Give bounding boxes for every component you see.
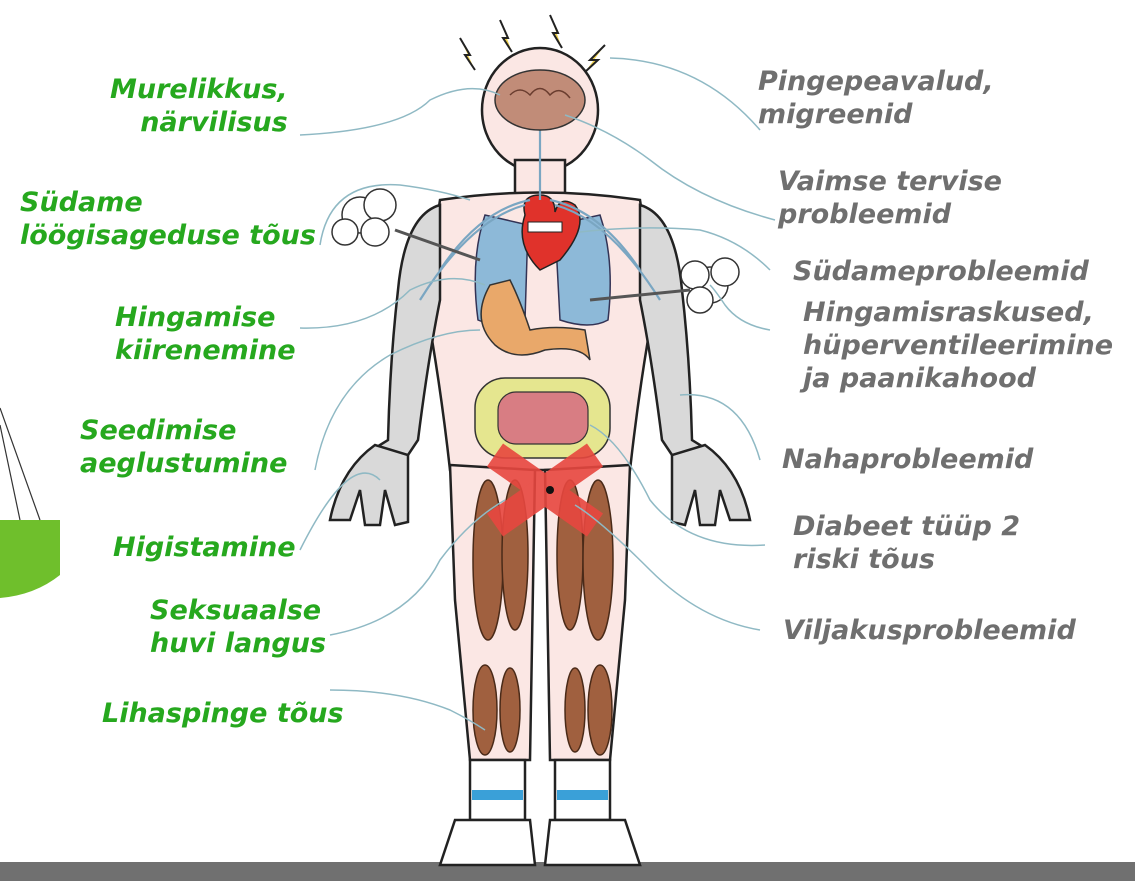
label-text: Murelikkus,: [110, 74, 288, 107]
label-digestion: Seedimise aeglustumine: [80, 415, 287, 481]
label-text: Viljakusprobleemid: [783, 615, 1076, 648]
label-breathing: Hingamise kiirenemine: [115, 302, 296, 368]
green-accent-shape: [0, 520, 60, 598]
groin-dot: [546, 486, 554, 494]
label-text: Südame: [20, 187, 316, 220]
label-text: ja paanikahood: [803, 363, 1113, 396]
label-text: kiirenemine: [115, 335, 296, 368]
label-text: löögisageduse tõus: [20, 220, 316, 253]
label-text: Südameprobleemid: [793, 256, 1089, 289]
label-heart-rate: Südame löögisageduse tõus: [20, 187, 316, 253]
label-text: Seedimise: [80, 415, 287, 448]
label-text: riski tõus: [793, 544, 1020, 577]
label-mental-health: Vaimse tervise probleemid: [778, 166, 1002, 232]
label-text: Diabeet tüüp 2: [793, 511, 1020, 544]
label-anxiety: Murelikkus, närvilisus: [110, 74, 288, 140]
label-sweating: Higistamine: [113, 532, 296, 565]
label-text: Vaimse tervise: [778, 166, 1002, 199]
label-fertility: Viljakusprobleemid: [783, 615, 1076, 648]
accent-line-right: [0, 408, 40, 520]
label-text: närvilisus: [110, 107, 288, 140]
label-skin-problems: Nahaprobleemid: [782, 444, 1033, 477]
label-text: hüperventileerimine: [803, 330, 1113, 363]
label-text: huvi langus: [150, 628, 326, 661]
accent-line-left: [0, 425, 20, 520]
sock-stripe-right: [557, 790, 608, 800]
label-text: Lihaspinge tõus: [102, 698, 344, 731]
label-text: Hingamisraskused,: [803, 297, 1113, 330]
label-text: Higistamine: [113, 532, 296, 565]
label-text: probleemid: [778, 199, 1002, 232]
label-text: Seksuaalse: [150, 595, 326, 628]
label-text: migreenid: [758, 99, 994, 132]
sock-stripe-left: [472, 790, 523, 800]
label-diabetes: Diabeet tüüp 2 riski tõus: [793, 511, 1020, 577]
label-headaches: Pingepeavalud, migreenid: [758, 66, 994, 132]
label-muscle-tension: Lihaspinge tõus: [102, 698, 344, 731]
label-text: Hingamise: [115, 302, 296, 335]
label-text: Nahaprobleemid: [782, 444, 1033, 477]
label-text: Pingepeavalud,: [758, 66, 994, 99]
label-breathing-difficulties: Hingamisraskused, hüperventileerimine ja…: [803, 297, 1113, 396]
intestine-icon: [475, 378, 610, 458]
label-text: aeglustumine: [80, 448, 287, 481]
brain-icon: [495, 70, 585, 130]
label-heart-problems: Südameprobleemid: [793, 256, 1089, 289]
label-libido: Seksuaalse huvi langus: [150, 595, 326, 661]
